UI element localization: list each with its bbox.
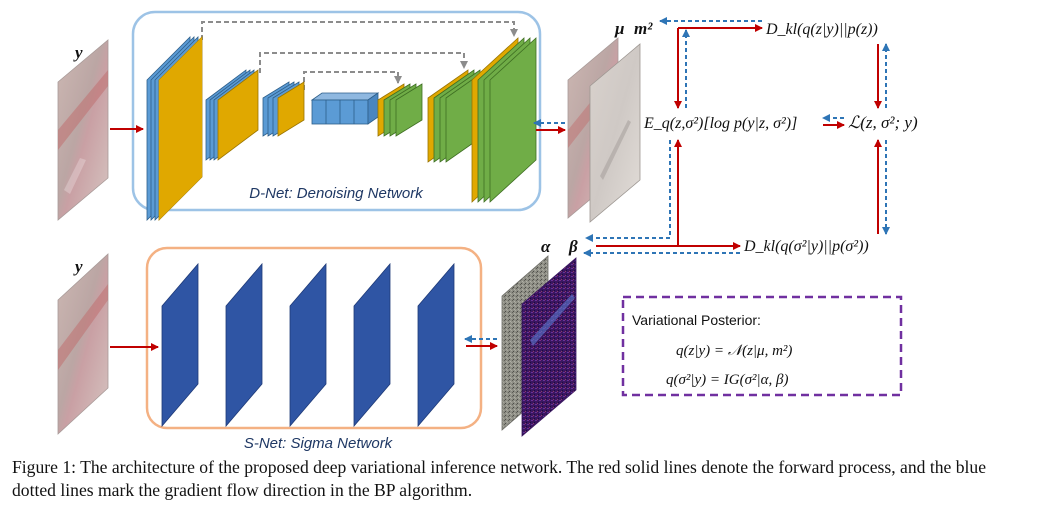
posterior-box	[621, 295, 903, 397]
snet-output-images	[501, 255, 577, 437]
dnet-bottleneck	[310, 92, 380, 101]
posterior-eq-sigma: q(σ²|y) = IG(σ²|α, β)	[666, 372, 788, 388]
elbo-term: ℒ(z, σ²; y)	[848, 113, 918, 132]
snet-layer-2	[225, 262, 263, 428]
caption-text: The architecture of the proposed deep va…	[12, 457, 987, 500]
snet-title: S-Net: Sigma Network	[244, 435, 394, 452]
dkl-sigma-term: D_kl(q(σ²|y)||p(σ²))	[743, 238, 869, 255]
caption-label: Figure 1:	[12, 457, 77, 477]
dnet-output-images	[567, 37, 641, 223]
posterior-title: Variational Posterior:	[632, 312, 761, 328]
posterior-eq-z: q(z|y) = 𝒩(z|μ, m²)	[676, 343, 792, 359]
dnet-input-label: y	[73, 43, 83, 62]
snet-layer-3	[289, 262, 327, 428]
dnet-input-image	[57, 39, 109, 221]
gradient-expectation-to-alpha	[585, 140, 671, 242]
alpha-label: α	[541, 237, 551, 256]
snet-layers	[161, 262, 455, 428]
snet-layer-1	[161, 262, 199, 428]
dkl-z-term: D_kl(q(z|y)||p(z))	[765, 21, 878, 38]
beta-label: β	[568, 237, 578, 256]
snet-input-image	[57, 253, 109, 435]
dnet-box	[131, 10, 542, 212]
figure-caption: Figure 1: The architecture of the propos…	[12, 456, 1027, 502]
skip-connections	[201, 21, 518, 90]
snet-layer-5	[417, 262, 455, 428]
mu-label: μ	[614, 19, 624, 38]
snet-input-label: y	[73, 257, 83, 276]
dnet-layers	[146, 36, 537, 221]
m2-label: m²	[634, 19, 653, 38]
dnet-title: D-Net: Denoising Network	[249, 185, 424, 202]
snet-layer-4	[353, 262, 391, 428]
expectation-term: E_q(z,σ²)[log p(y|z, σ²)]	[643, 115, 797, 132]
